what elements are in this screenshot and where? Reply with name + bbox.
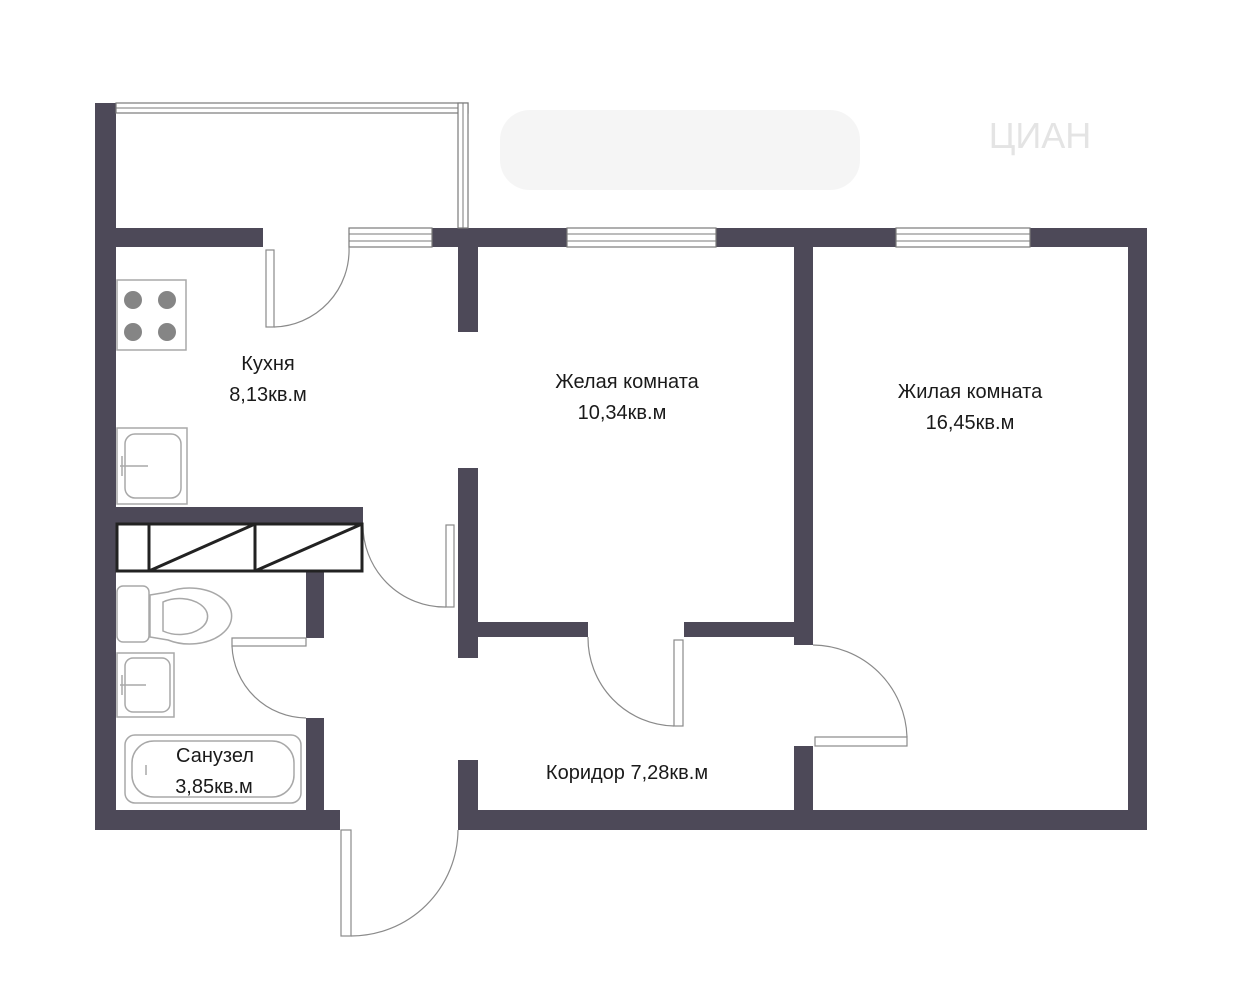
built-in-wardrobe — [115, 522, 364, 573]
watermark: ЦИАН — [500, 110, 1091, 190]
window-room1 — [566, 227, 717, 248]
room1-area: 10,34кв.м — [578, 402, 667, 424]
balcony-glazing — [115, 102, 469, 229]
bathtub — [124, 734, 302, 804]
bathroom-name: Санузел — [176, 745, 254, 767]
door-balcony — [265, 246, 350, 328]
kitchen-name: Кухня — [241, 353, 295, 375]
window-room2 — [895, 227, 1031, 248]
stove — [116, 279, 187, 351]
burner — [158, 323, 176, 341]
room2-name: Жилая комната — [898, 381, 1043, 403]
room-label-room2: Жилая комната 16,45кв.м — [898, 381, 1043, 434]
walls — [95, 103, 1147, 830]
room-label-corridor: Коридор 7,28кв.м — [546, 762, 708, 784]
door-kitchen — [362, 522, 455, 608]
bathroom-area: 3,85кв.м — [175, 776, 253, 798]
watermark-text: ЦИАН — [989, 115, 1092, 156]
door-room2 — [812, 644, 908, 747]
door-entrance — [340, 829, 459, 937]
burner — [124, 323, 142, 341]
burner — [158, 291, 176, 309]
room-label-room1: Желая комната 10,34кв.м — [555, 371, 699, 424]
room2-area: 16,45кв.м — [926, 412, 1015, 434]
room-label-kitchen: Кухня 8,13кв.м — [229, 353, 307, 406]
bathroom-sink — [116, 652, 175, 718]
room1-name: Желая комната — [555, 371, 699, 393]
doors — [231, 246, 908, 937]
kitchen-area: 8,13кв.м — [229, 384, 307, 406]
burner — [124, 291, 142, 309]
windows — [115, 102, 1031, 248]
window-kitchen — [348, 227, 433, 248]
toilet — [116, 585, 233, 645]
corridor-label: Коридор 7,28кв.м — [546, 762, 708, 784]
kitchen-sink — [116, 427, 188, 505]
room-label-bathroom: Санузел 3,85кв.м — [175, 745, 254, 798]
door-room1 — [587, 636, 684, 727]
door-bathroom — [231, 637, 307, 719]
